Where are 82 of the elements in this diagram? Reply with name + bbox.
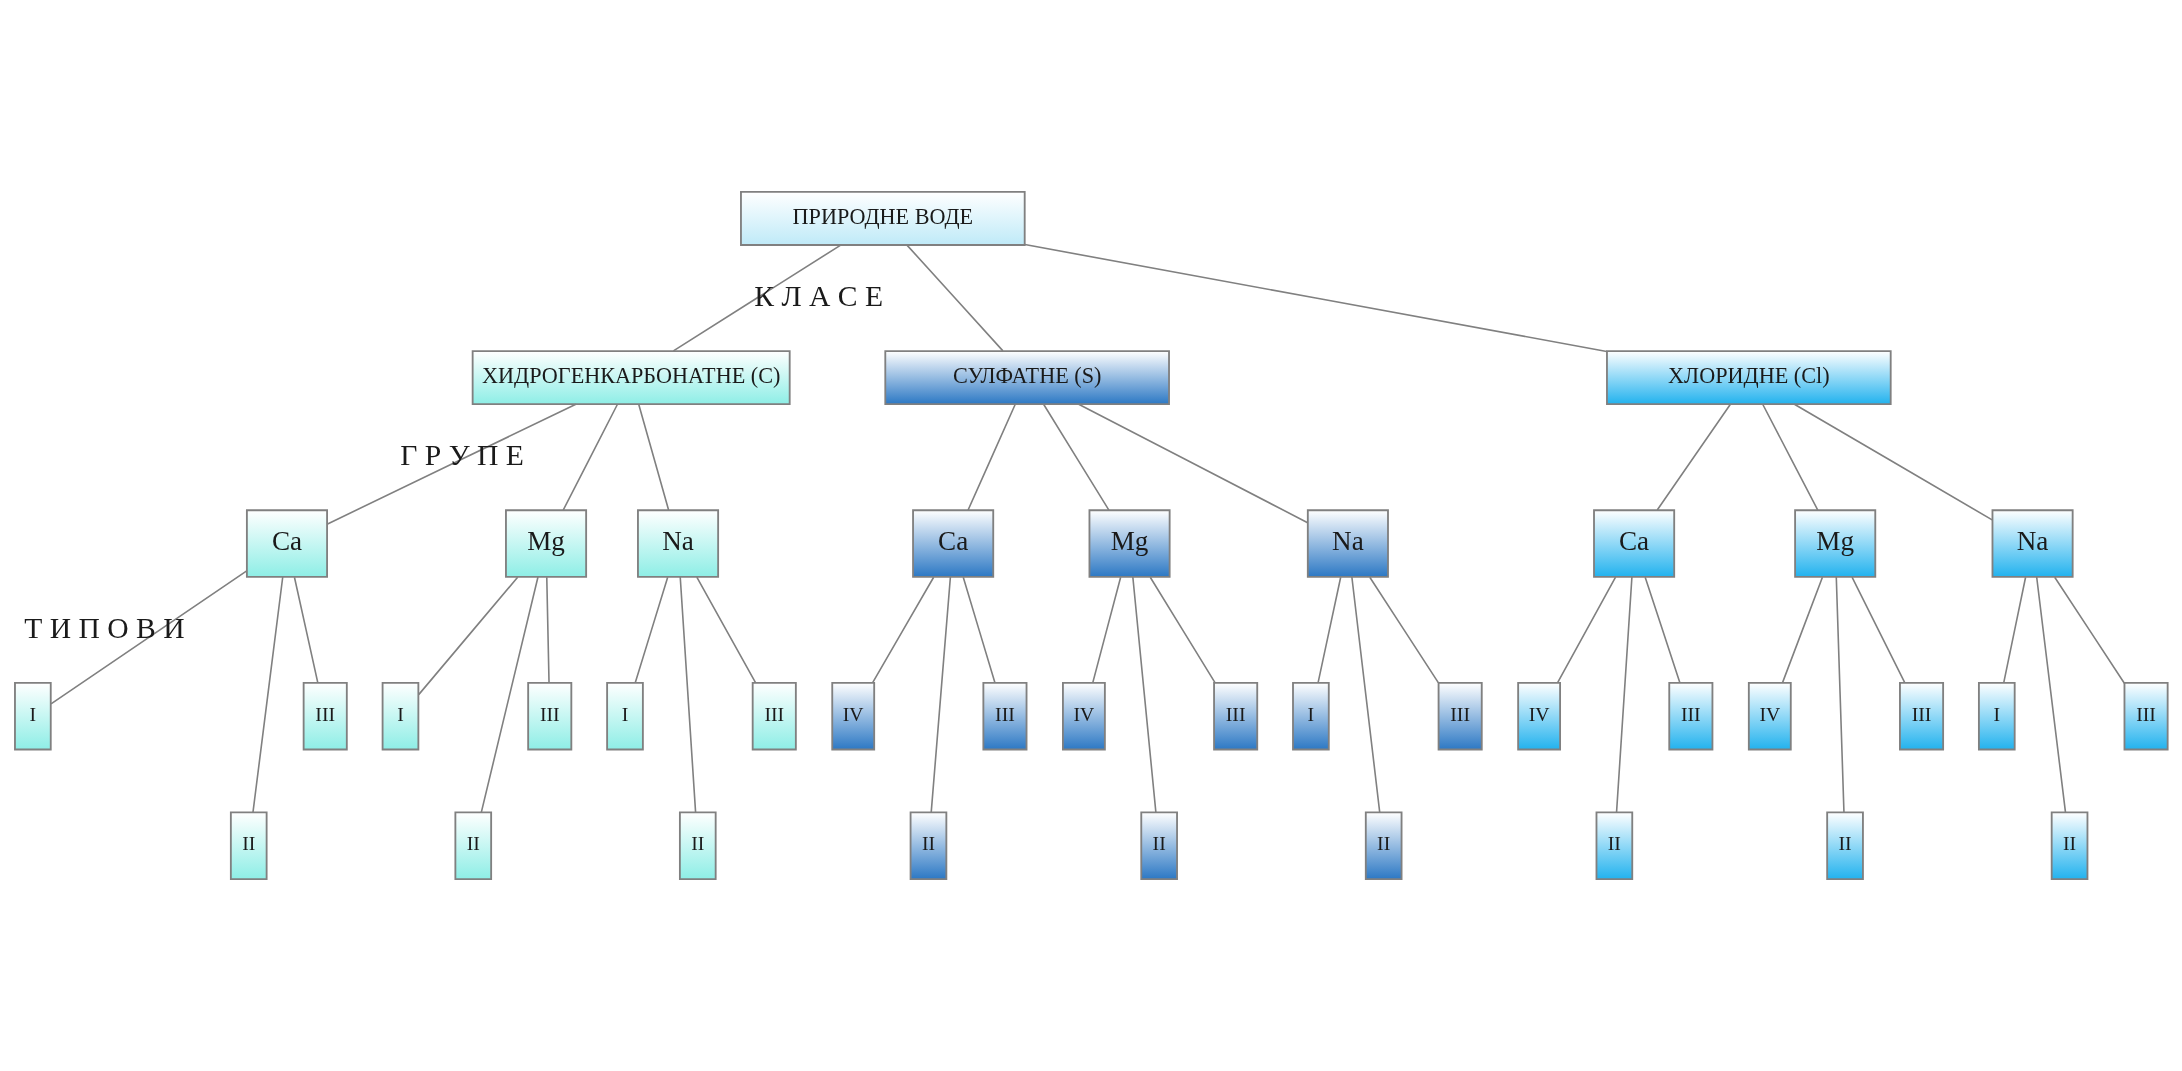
- connector: [1556, 576, 1617, 684]
- connector: [1793, 403, 1993, 521]
- connector: [1644, 576, 1681, 684]
- connector: [696, 576, 757, 684]
- node-box: IV: [1062, 682, 1106, 751]
- node-box: II: [1140, 811, 1178, 880]
- node-box: I: [381, 682, 420, 751]
- connector: [2035, 576, 2067, 813]
- label: Г Р У П Е: [400, 438, 524, 471]
- node-box: II: [454, 811, 493, 880]
- node-box: I: [14, 682, 52, 751]
- node-box: II: [1364, 811, 1403, 880]
- connector: [1656, 403, 1732, 511]
- node-box: III: [1437, 682, 1483, 751]
- node-box: Ca: [1593, 509, 1676, 578]
- connector: [1351, 576, 1381, 813]
- node-box: III: [751, 682, 797, 751]
- node-box: ХЛОРИДНЕ (Cl): [1606, 350, 1892, 406]
- connector: [1024, 243, 1608, 353]
- node-box: Na: [637, 509, 720, 578]
- connector: [562, 403, 619, 511]
- connector: [672, 244, 842, 352]
- node-box: Mg: [505, 509, 588, 578]
- label: К Л А С Е: [754, 279, 883, 312]
- connector: [417, 576, 519, 696]
- connector: [1615, 576, 1633, 813]
- connector: [679, 576, 697, 813]
- connector: [1761, 403, 1819, 511]
- node-box: Ca: [912, 509, 995, 578]
- connector: [1092, 576, 1122, 684]
- connector: [634, 576, 669, 684]
- connector: [1369, 576, 1440, 684]
- node-box: III: [302, 682, 348, 751]
- node-box: Na: [1991, 509, 2074, 578]
- connector: [50, 570, 248, 705]
- connector: [871, 576, 935, 684]
- node-box: II: [2050, 811, 2089, 880]
- node-box: III: [1899, 682, 1945, 751]
- node-box: Mg: [1088, 509, 1171, 578]
- node-box: IV: [1747, 682, 1792, 751]
- connector: [930, 576, 952, 813]
- node-box: I: [606, 682, 644, 751]
- connector: [480, 576, 539, 813]
- node-box: ХИДРОГЕНКАРБОНАТНЕ (C): [471, 350, 791, 406]
- node-box: ПРИРОДНЕ ВОДЕ: [740, 191, 1026, 246]
- node-box: Mg: [1794, 509, 1877, 578]
- connector: [252, 576, 284, 813]
- node-box: СУЛФАТНЕ (S): [884, 350, 1170, 406]
- connector: [962, 576, 996, 684]
- connector: [2002, 576, 2027, 684]
- node-box: II: [1595, 811, 1634, 880]
- connector: [1132, 576, 1157, 813]
- node-box: IV: [1517, 682, 1561, 751]
- connector: [1077, 403, 1309, 524]
- node-box: IV: [831, 682, 876, 751]
- connector: [293, 576, 319, 684]
- node-box: I: [1292, 682, 1330, 751]
- node-box: I: [1977, 682, 2016, 751]
- node-box: III: [527, 682, 573, 751]
- connector: [1149, 576, 1216, 684]
- connector: [1781, 576, 1824, 684]
- connector: [637, 403, 670, 511]
- node-box: II: [678, 811, 717, 880]
- connector: [906, 244, 1004, 352]
- connector: [2053, 576, 2126, 684]
- connector: [1317, 576, 1342, 684]
- node-box: Ca: [245, 509, 328, 578]
- connector: [1851, 576, 1906, 684]
- node-box: III: [982, 682, 1028, 751]
- node-box: III: [1668, 682, 1714, 751]
- label: Т И П О В И: [24, 611, 185, 644]
- connector: [326, 403, 577, 525]
- connector: [1835, 576, 1845, 813]
- connector: [545, 576, 550, 684]
- node-box: Na: [1306, 509, 1389, 578]
- node-box: II: [229, 811, 268, 880]
- node-box: II: [1826, 811, 1864, 880]
- connector: [1042, 403, 1110, 511]
- connector: [967, 403, 1017, 511]
- node-box: III: [2123, 682, 2169, 751]
- node-box: II: [909, 811, 948, 880]
- node-box: III: [1213, 682, 1259, 751]
